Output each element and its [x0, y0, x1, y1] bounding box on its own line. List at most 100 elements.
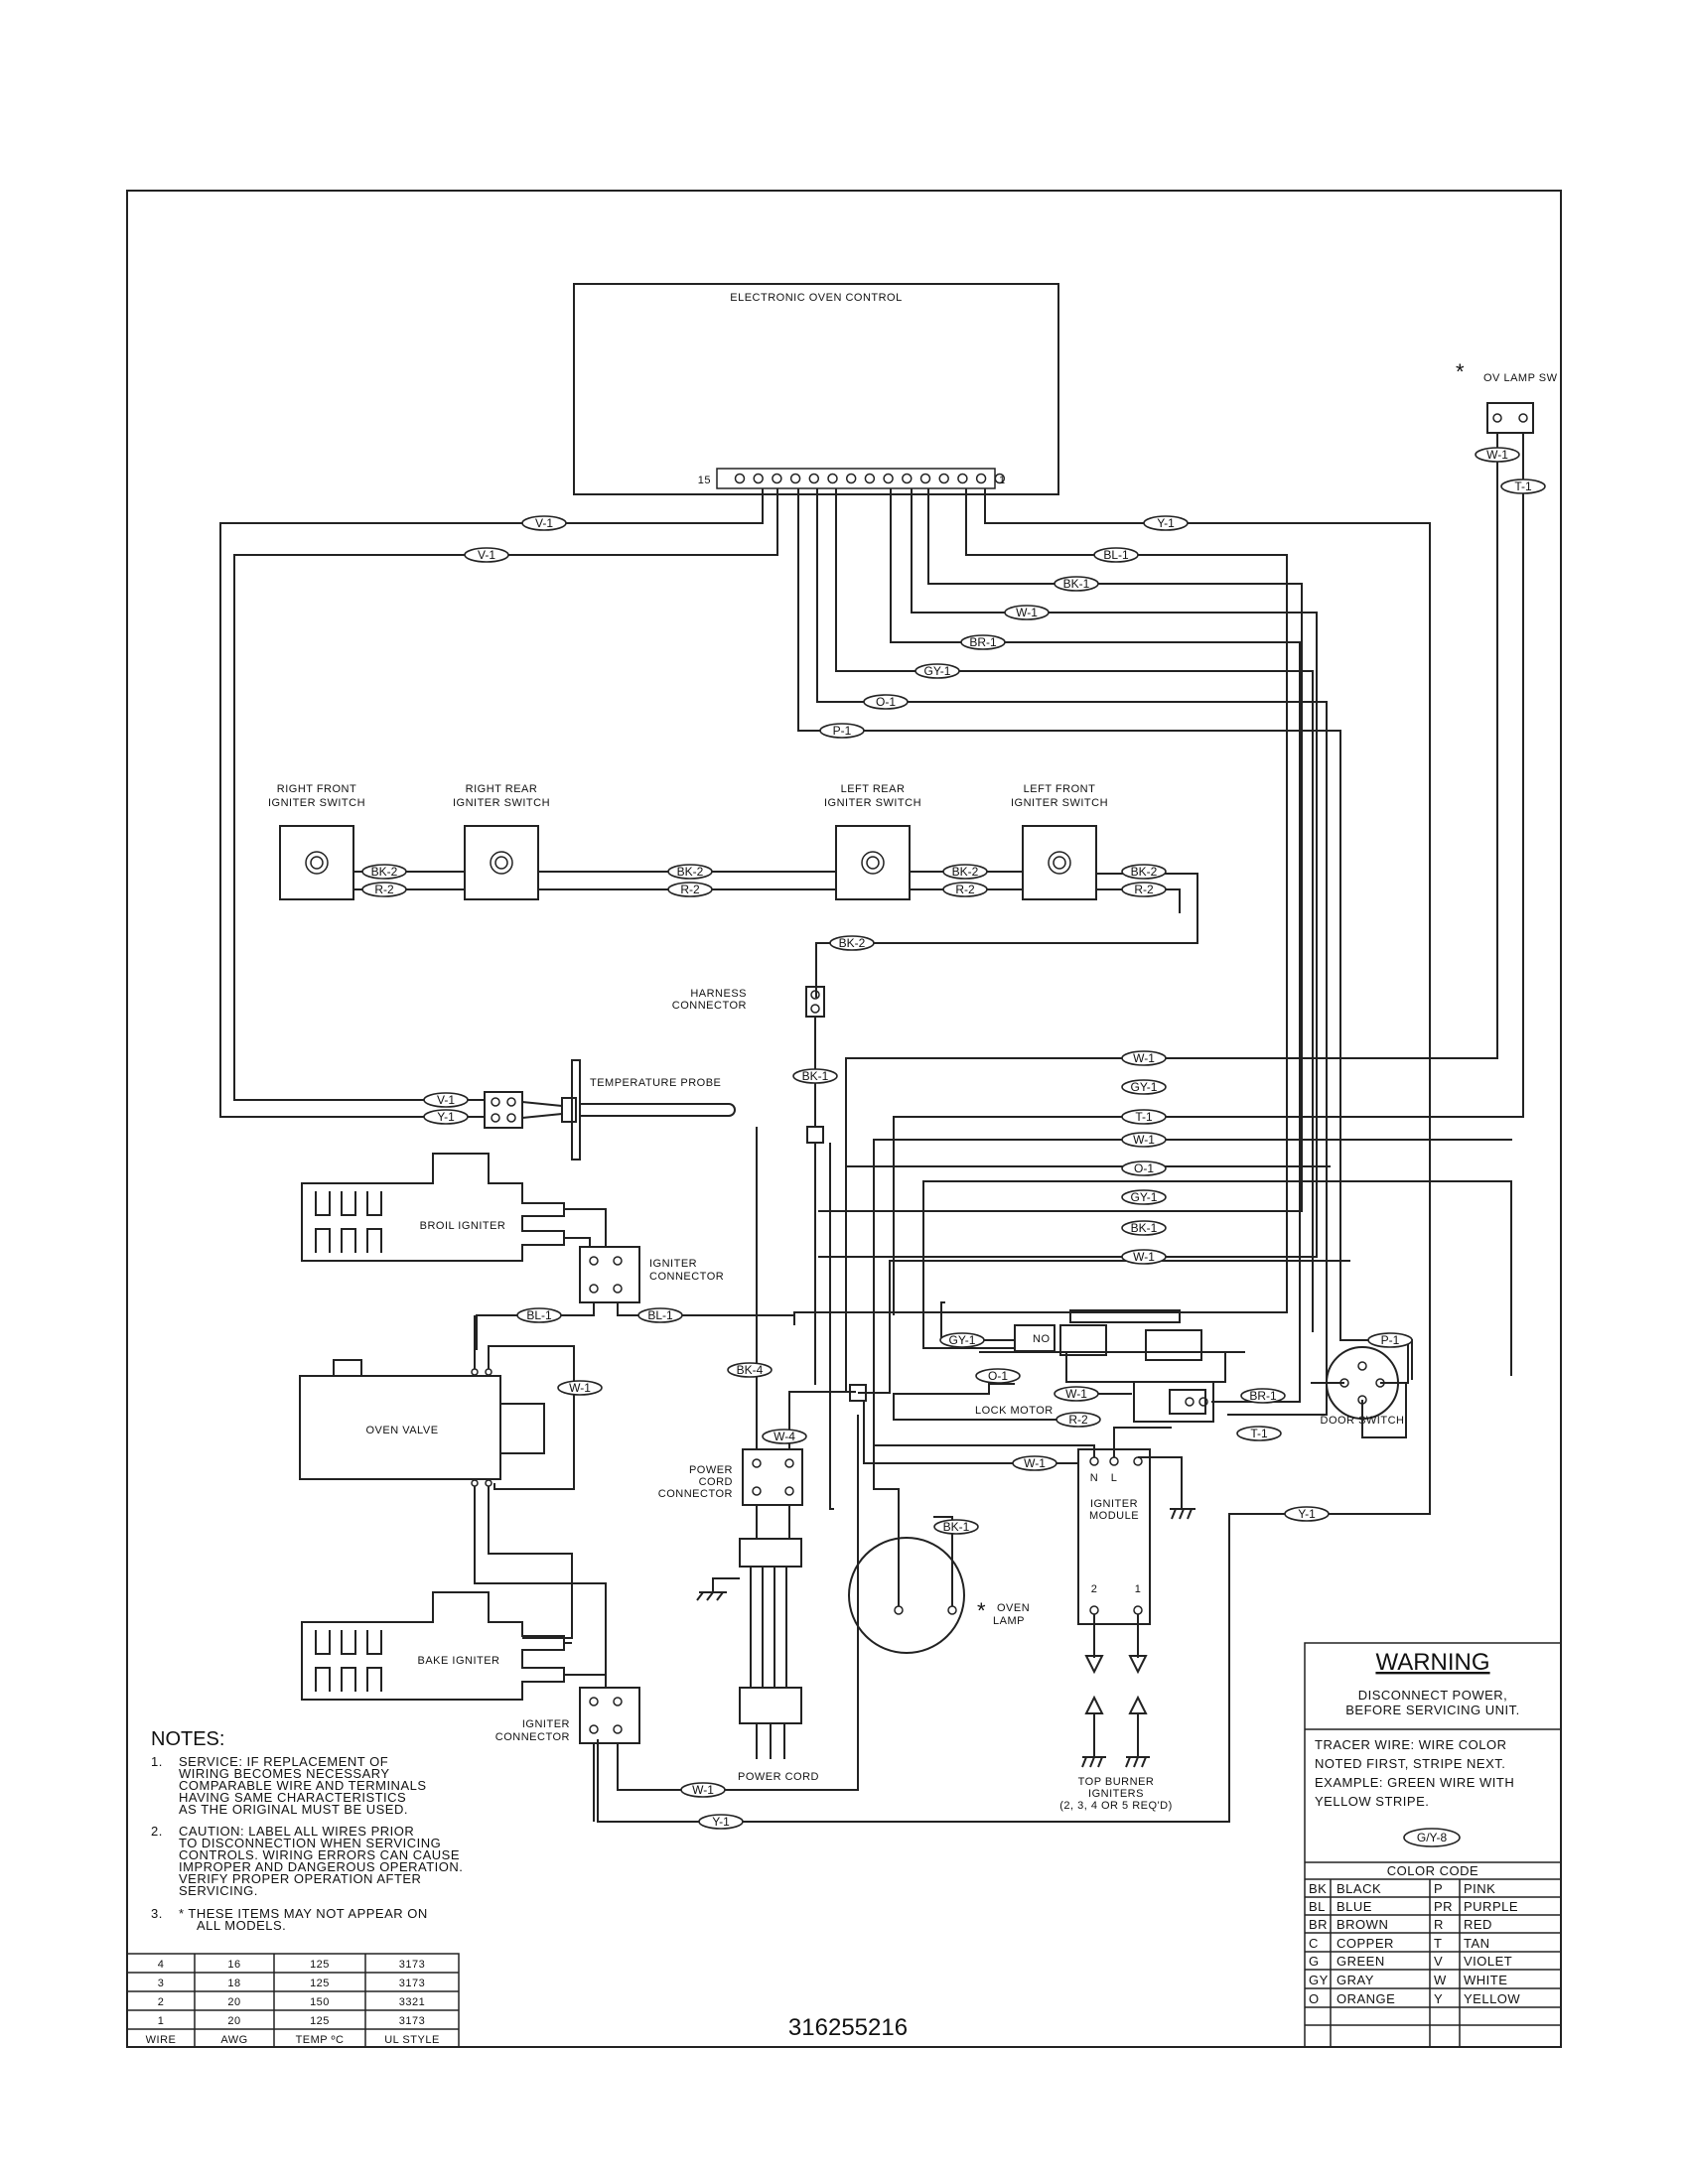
color-code-name: GREEN — [1336, 1954, 1385, 1969]
temperature-probe-plate — [571, 1059, 581, 1160]
terminal-pin — [975, 473, 987, 484]
wire-tag: W-1 — [557, 1380, 603, 1396]
tracer-line: YELLOW STRIPE. — [1315, 1794, 1429, 1809]
oven-valve-wires — [474, 1315, 607, 1688]
terminal-pin — [772, 473, 782, 484]
wire-table-cell: 150 — [310, 1996, 330, 2008]
wire-tag: Y-1 — [698, 1814, 744, 1830]
color-code-abbr: V — [1434, 1954, 1443, 1969]
color-code-abbr: GY — [1309, 1973, 1329, 1987]
oven-valve-terminal — [471, 1368, 479, 1376]
wire-tag-label: W-1 — [1133, 1051, 1155, 1065]
bake-igniter-label: BAKE IGNITER — [417, 1655, 499, 1667]
right-front-igniter-switch-label: RIGHT FRONT — [277, 783, 356, 795]
igniter-module-terminal-n: N — [1090, 1472, 1098, 1484]
igniter-connector-pin — [589, 1724, 599, 1734]
wire-tag: GY-1 — [1121, 1189, 1167, 1205]
note-line: HAVING SAME CHARACTERISTICS — [179, 1790, 406, 1805]
ov-lamp-sw-asterisk: * — [1456, 359, 1465, 384]
tracer-line: EXAMPLE: GREEN WIRE WITH — [1315, 1775, 1514, 1790]
bake-igniter-connector-label: IGNITER — [522, 1718, 570, 1730]
left-rear-igniter-switch-label: IGNITER SWITCH — [824, 797, 921, 809]
broil-igniter — [301, 1153, 565, 1262]
note-line: IMPROPER AND DANGEROUS OPERATION. — [179, 1859, 463, 1874]
wire-tag: BL-1 — [516, 1307, 562, 1323]
terminal-pin — [845, 473, 857, 484]
power-cord-plug — [739, 1687, 802, 1724]
wire-tag-label: W-1 — [1133, 1250, 1155, 1264]
right-rear-igniter-switch-label: RIGHT REAR — [466, 783, 538, 795]
warning-box — [1304, 1642, 1562, 2048]
oven-valve-label: OVEN VALVE — [365, 1425, 438, 1436]
power-cord-label: POWER CORD — [738, 1771, 819, 1783]
terminal-pin — [753, 473, 764, 484]
igniter-module-terminal — [1109, 1456, 1119, 1466]
wire-tag-label: BK-2 — [677, 865, 704, 879]
note-line: CONTROLS. WIRING ERRORS CAN CAUSE — [179, 1847, 460, 1862]
temperature-probe-lead — [521, 1101, 563, 1119]
wire-tag-label: BL-1 — [647, 1308, 673, 1322]
wire-table-cell: 3173 — [399, 2015, 425, 2027]
wire-tag: BK-2 — [667, 864, 713, 880]
note-line: SERVICING. — [179, 1883, 258, 1898]
ground-symbol — [696, 1577, 740, 1601]
note-line: WIRING BECOMES NECESSARY — [179, 1766, 390, 1781]
power-cord-connector-pin — [784, 1458, 794, 1468]
wire-tag: V-1 — [423, 1092, 469, 1108]
note-line: * THESE ITEMS MAY NOT APPEAR ON — [179, 1906, 428, 1921]
wire-tag: W-1 — [1121, 1249, 1167, 1265]
wire-tag: R-2 — [1055, 1412, 1101, 1428]
ov-lamp-switch — [1486, 402, 1534, 434]
igniter-connector-pin — [589, 1284, 599, 1294]
notes-list: 1. SERVICE: IF REPLACEMENT OF WIRING BEC… — [151, 1754, 463, 1933]
oven-lamp-wires — [873, 1139, 1512, 1606]
part-number: 316255216 — [788, 2014, 908, 2041]
wire-tag-label: W-1 — [1133, 1133, 1155, 1147]
left-rear-igniter-switch — [835, 825, 911, 900]
wire-tag-label: GY-1 — [1131, 1190, 1158, 1204]
broil-igniter-label: BROIL IGNITER — [420, 1220, 506, 1232]
terminal-pin — [957, 473, 968, 484]
wire-tag-label: BR-1 — [969, 635, 997, 649]
door-switch-wires — [1311, 1340, 1409, 1438]
igniter-module-terminal-1: 1 — [1135, 1583, 1142, 1595]
lock-motor-wires — [893, 1180, 1512, 1421]
wire-tag: P-1 — [1367, 1332, 1413, 1348]
wire-tag: GY-1 — [939, 1332, 985, 1348]
color-code-name: PINK — [1464, 1881, 1495, 1896]
wire-tag-label: BK-1 — [1131, 1221, 1158, 1235]
color-code-name: VIOLET — [1464, 1954, 1512, 1969]
warning-line: DISCONNECT POWER, — [1358, 1688, 1508, 1703]
note-number: 2. — [151, 1824, 163, 1839]
temperature-probe-pin — [506, 1113, 516, 1123]
wire-tag-label: T-1 — [1514, 479, 1532, 493]
wire-tag: O-1 — [1121, 1160, 1167, 1176]
oven-valve-tab — [333, 1359, 362, 1377]
igniter-module-wires — [873, 1401, 1196, 1768]
top-burner-igniters-label: IGNITERS — [1088, 1788, 1144, 1800]
igniter-connector-pin — [589, 1256, 599, 1266]
color-code-abbr: Y — [1434, 1991, 1443, 2006]
terminal-pin — [734, 473, 746, 484]
wire-paths — [219, 433, 1524, 1823]
wire-tag: BK-1 — [1121, 1220, 1167, 1236]
wire-tag-label: T-1 — [1250, 1427, 1268, 1440]
color-code-abbr: G — [1309, 1954, 1320, 1969]
wire-tag-label: R-2 — [680, 883, 700, 896]
left-front-igniter-switch-label: LEFT FRONT — [1024, 783, 1096, 795]
wire-tag-label: Y-1 — [712, 1815, 730, 1829]
wire-tag-label: O-1 — [876, 695, 896, 709]
color-code-abbr: C — [1309, 1936, 1319, 1951]
wire-tag: O-1 — [975, 1368, 1021, 1384]
temperature-probe-pin — [506, 1097, 516, 1107]
note-number: 1. — [151, 1754, 163, 1769]
wire-table-cell: 2 — [158, 1996, 165, 2008]
color-code-name: BLACK — [1336, 1881, 1381, 1896]
example-wire-tag-label: G/Y-8 — [1417, 1831, 1448, 1844]
wire-tag: V-1 — [464, 547, 509, 563]
igniter-switch-labels: RIGHT FRONT IGNITER SWITCH RIGHT REAR IG… — [268, 783, 1108, 809]
top-burner-igniters-label: TOP BURNER — [1078, 1776, 1155, 1788]
color-code-name: BROWN — [1336, 1917, 1388, 1932]
oven-lamp-label: OVEN — [997, 1602, 1030, 1614]
wire-tag-label: W-1 — [1016, 606, 1038, 619]
